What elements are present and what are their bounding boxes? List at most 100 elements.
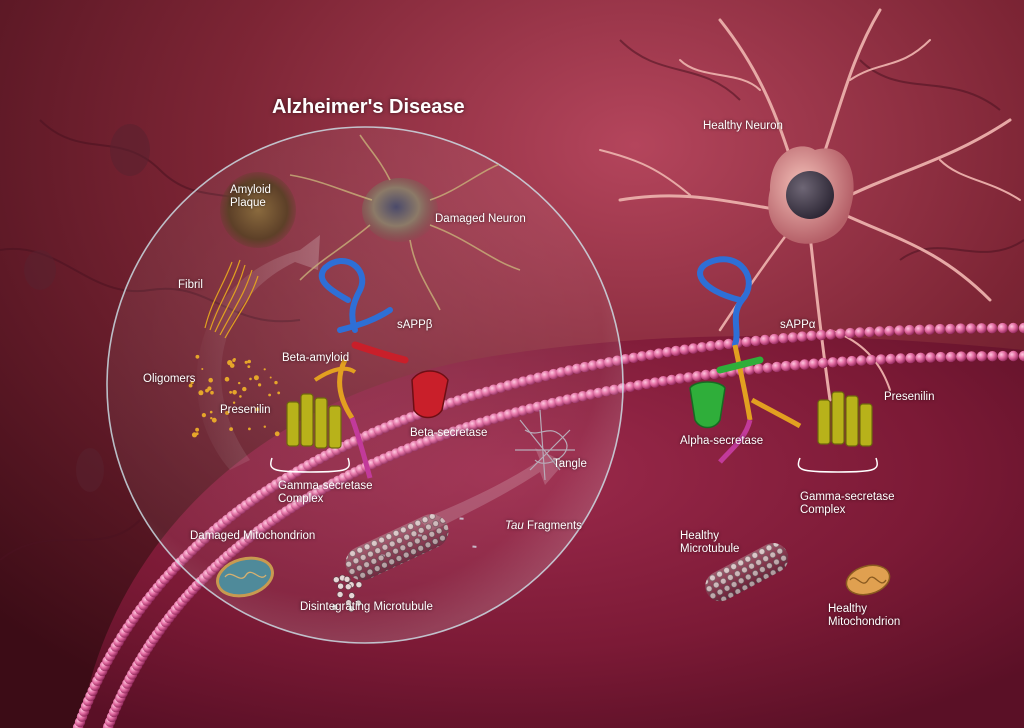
membrane-bead <box>997 350 1009 362</box>
membrane-bead <box>628 352 639 363</box>
tau-fragment <box>459 517 464 520</box>
membrane-bead <box>925 352 936 363</box>
oligomer-dot <box>268 393 271 397</box>
membrane-bead <box>674 373 686 384</box>
gamma-secretase-left-label: Gamma-secretase Complex <box>278 480 373 505</box>
tau-fragment <box>472 545 477 548</box>
membrane-bead <box>856 355 867 366</box>
oligomer-dot <box>201 368 204 370</box>
membrane-bead <box>875 354 887 365</box>
oligomer-dot <box>232 390 237 395</box>
membrane-bead <box>797 331 808 342</box>
oligomer-dot <box>238 381 241 385</box>
beta-secretase-label: Beta-secretase <box>410 427 488 439</box>
oligomer-dot <box>232 401 236 404</box>
microtubule-bead <box>343 575 351 583</box>
membrane-bead <box>688 343 699 354</box>
membrane-bead <box>895 353 906 364</box>
membrane-bead <box>816 329 827 341</box>
membrane-bead <box>633 380 644 391</box>
membrane-bead <box>658 376 669 387</box>
disintegrating-microtubule-label: Disintegrating Microtubule <box>300 601 433 613</box>
oligomer-dot <box>190 380 194 385</box>
membrane-bead <box>935 351 946 363</box>
membrane-bead <box>641 378 652 390</box>
app-right <box>697 256 802 464</box>
damaged-neuron-shape <box>289 134 521 311</box>
healthy-mitochondrion-shape <box>845 564 891 596</box>
membrane-bead <box>620 354 631 365</box>
tangle-label: Tangle <box>553 458 587 470</box>
alpha-secretase-label: Alpha-secretase <box>680 435 764 447</box>
oligomer-dot <box>255 407 260 412</box>
damaged-mitochondrion-shape <box>216 556 274 598</box>
oligomer-dot <box>209 410 213 414</box>
membrane-bead <box>976 323 987 334</box>
oligomer-dot <box>208 377 213 383</box>
oligomer-dot <box>274 431 280 437</box>
membrane-bead <box>955 323 966 334</box>
magnifier-lens <box>106 126 624 644</box>
oligomer-dot <box>191 432 198 438</box>
membrane-bead <box>845 327 856 339</box>
membrane-bead <box>705 340 717 352</box>
membrane-bead <box>818 357 829 369</box>
membrane-bead <box>854 327 866 338</box>
membrane-bead <box>894 325 905 336</box>
oligomer-dot <box>244 360 248 364</box>
membrane-bead <box>808 358 820 369</box>
membrane-bead <box>966 351 977 362</box>
oligomer-dot <box>263 425 266 428</box>
microtubule-bead <box>355 599 362 607</box>
membrane-bead <box>997 322 1008 334</box>
amyloid-plaque-shape <box>220 172 296 248</box>
oligomer-dot <box>195 427 200 432</box>
oligomer-dot <box>232 358 236 362</box>
fragments-word: Fragments <box>523 520 582 532</box>
gamma-complex-right <box>817 391 873 447</box>
membrane-bead <box>827 357 838 368</box>
presenilin-left-label: Presenilin <box>220 404 271 416</box>
membrane-bead <box>866 354 877 366</box>
membrane-bead <box>790 360 801 371</box>
microtubule-bead <box>332 576 340 584</box>
oligomer-dot <box>263 368 266 371</box>
membrane-bead <box>915 352 926 363</box>
membrane-bead <box>787 332 799 343</box>
presenilin-right-label: Presenilin <box>884 391 935 403</box>
membrane-bead <box>683 372 694 383</box>
membrane-bead <box>914 324 925 335</box>
oligomer-dot <box>242 386 247 392</box>
beta-secretase-shape <box>411 370 449 419</box>
oligomer-dot <box>249 377 252 381</box>
membrane-bead <box>1008 322 1019 334</box>
membrane-bead <box>771 361 783 373</box>
fibril-shape <box>204 259 259 339</box>
healthy-microtubule-label: Healthy Microtubule <box>680 530 740 555</box>
membrane-bead <box>1008 350 1019 362</box>
membrane-bead <box>679 344 690 355</box>
oligomer-dot <box>239 395 242 398</box>
membrane-bead <box>714 339 725 351</box>
disintegrating-microtubule-shape <box>345 514 449 581</box>
oligomers-label: Oligomers <box>143 373 196 385</box>
oligomer-dot <box>248 427 251 431</box>
oligomer-dot <box>229 390 233 394</box>
gamma-complex-left <box>286 393 342 449</box>
membrane-bead <box>649 377 661 388</box>
tangle-shape <box>515 409 575 481</box>
membrane-bead <box>666 374 677 386</box>
membrane-bead <box>965 323 977 334</box>
microtubule-bead <box>355 581 363 589</box>
membrane-bead <box>864 326 875 338</box>
healthy-neuron-shape <box>599 8 1021 402</box>
oligomers-shape <box>188 354 281 438</box>
oligomer-dot <box>225 410 230 415</box>
membrane-bead <box>759 334 771 346</box>
membrane-bead <box>780 360 792 372</box>
membrane-bead <box>885 353 896 365</box>
membrane-bead <box>753 363 764 374</box>
membrane-bead <box>976 351 988 362</box>
membrane-bead <box>636 351 648 362</box>
membrane-bead <box>625 381 636 392</box>
